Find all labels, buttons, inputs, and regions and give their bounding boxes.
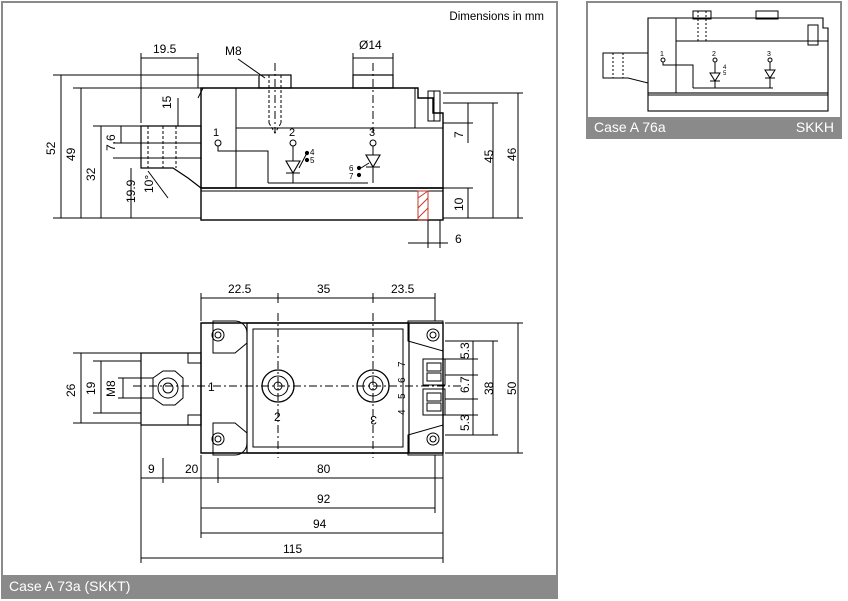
side-drawing: 1 2 3 4 5 (602, 10, 829, 112)
dim-19: 19 (84, 381, 98, 395)
side-terminal-4: 4 (310, 148, 315, 157)
dim-6: 6 (455, 232, 462, 246)
top-view (73, 293, 523, 563)
dim-46: 46 (505, 147, 519, 161)
top-terminal-5: 5 (397, 393, 408, 399)
skkh-terminal-2: 2 (712, 51, 716, 58)
skkh-terminal-1: 1 (660, 51, 664, 58)
top-terminal-2: 2 (274, 410, 281, 424)
dim-35: 35 (317, 282, 331, 296)
main-drawing-panel: Dimensions in mm (1, 1, 558, 599)
dim-49: 49 (64, 147, 78, 161)
side-caption-model: SKKH (795, 119, 834, 135)
dim-92: 92 (317, 492, 331, 506)
side-panel-terminals: 1 2 3 4 5 (660, 51, 771, 77)
dim-52: 52 (44, 141, 58, 155)
skkh-terminal-5: 5 (723, 71, 727, 77)
dim-7-6: 7.6 (104, 134, 118, 151)
side-terminal-5: 5 (310, 156, 315, 165)
side-terminal-3: 3 (369, 127, 375, 139)
dim-10-deg: 10° (142, 175, 156, 193)
dim-38: 38 (482, 381, 496, 395)
side-caption-case: Case A 76a (594, 119, 666, 135)
dim-23-5: 23.5 (391, 282, 415, 296)
dim-50: 50 (505, 381, 519, 395)
main-caption: Case A 73a (SKKT) (3, 575, 556, 597)
skkh-terminal-3: 3 (767, 51, 771, 58)
dim-m8-side: M8 (225, 44, 242, 58)
dim-7: 7 (452, 131, 466, 138)
side-caption: Case A 76a SKKH (588, 117, 840, 137)
dim-15: 15 (160, 95, 174, 109)
dim-m8-top: M8 (104, 380, 118, 397)
dim-20: 20 (185, 462, 199, 476)
dim-6-7: 6.7 (458, 376, 472, 393)
top-terminal-6: 6 (397, 377, 408, 383)
units-note: Dimensions in mm (449, 11, 544, 23)
dim-10: 10 (452, 197, 466, 211)
dim-diameter-14: Ø14 (359, 38, 382, 52)
top-terminal-1: 1 (208, 380, 215, 394)
dim-26: 26 (64, 383, 78, 397)
side-drawing-panel: 1 2 3 4 5 Case A 76a SKKH (586, 1, 842, 139)
top-terminal-7: 7 (397, 361, 408, 367)
main-drawing: 19.5 M8 Ø14 52 49 32 7.6 19.9 10° 15 45 … (44, 38, 523, 563)
dim-45: 45 (482, 149, 496, 163)
dim-22-5: 22.5 (228, 282, 252, 296)
side-view (53, 53, 523, 248)
dim-19-9: 19.9 (124, 179, 138, 203)
top-terminal-3: 3 (370, 413, 377, 427)
dim-80: 80 (317, 462, 331, 476)
side-terminal-2: 2 (289, 127, 295, 139)
dim-5-3-top: 5.3 (458, 342, 472, 359)
dim-115: 115 (283, 542, 302, 556)
dimension-labels: 19.5 M8 Ø14 52 49 32 7.6 19.9 10° 15 45 … (44, 38, 519, 556)
dim-9: 9 (148, 462, 155, 476)
dim-19-5: 19.5 (153, 42, 177, 56)
top-terminal-4: 4 (397, 409, 408, 415)
side-terminal-6: 6 (349, 164, 354, 173)
side-terminal-7: 7 (349, 172, 354, 181)
dim-32: 32 (84, 167, 98, 181)
dim-5-3-bot: 5.3 (458, 414, 472, 431)
side-terminal-1: 1 (213, 127, 219, 139)
skkh-terminal-4: 4 (723, 65, 727, 71)
dim-94: 94 (313, 517, 327, 531)
